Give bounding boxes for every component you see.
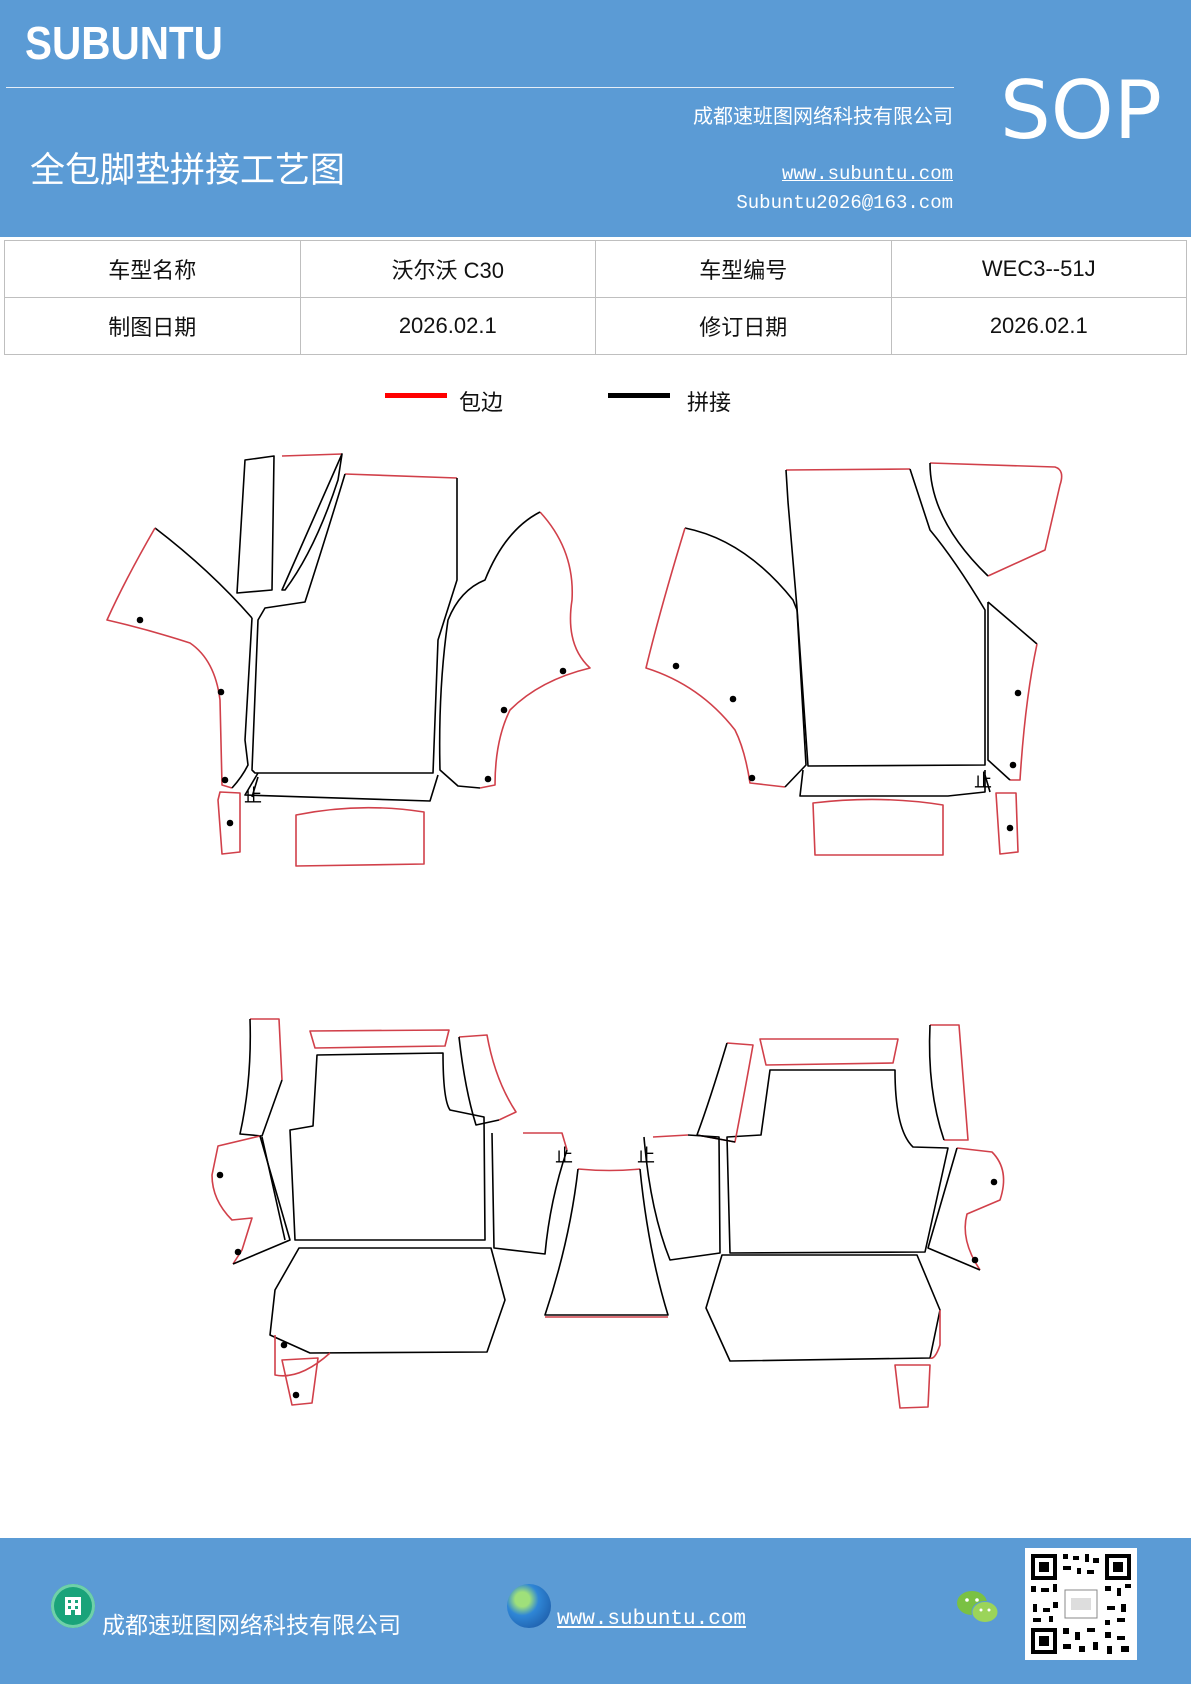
stop-mark-bottom-right: 止 xyxy=(637,1146,655,1167)
model-code-label: 车型编号 xyxy=(595,240,892,298)
legend-splice-swatch xyxy=(608,393,670,398)
footer-banner: 成都速班图网络科技有限公司 www.subuntu.com xyxy=(0,1538,1191,1684)
revise-date-label: 修订日期 xyxy=(595,297,892,355)
footer-company: 成都速班图网络科技有限公司 xyxy=(102,1613,401,1639)
stop-mark-top-left: 止 xyxy=(244,786,262,807)
page-title: 全包脚垫拼接工艺图 xyxy=(30,151,346,191)
building-icon xyxy=(51,1584,95,1628)
globe-icon xyxy=(507,1584,551,1628)
draw-date-value: 2026.02.1 xyxy=(299,297,596,355)
header-company: 成都速班图网络科技有限公司 xyxy=(693,104,953,128)
mat-rear-right: 止 xyxy=(637,1024,1005,1409)
floor-mat-diagram: 止 止 xyxy=(106,453,1063,1409)
stop-mark-bottom-left: 止 xyxy=(555,1146,573,1167)
stop-mark-top-right: 止 xyxy=(974,771,992,792)
model-code-value: WEC3--51J xyxy=(890,240,1187,298)
header-banner: SUBUNTU 成都速班图网络科技有限公司 全包脚垫拼接工艺图 www.subu… xyxy=(0,0,1191,237)
qr-code xyxy=(1025,1548,1137,1660)
legend-splice-label: 拼接 xyxy=(687,391,732,416)
revise-date-value: 2026.02.1 xyxy=(890,297,1187,355)
wechat-icon[interactable] xyxy=(955,1588,1001,1632)
mat-front-right: 止 xyxy=(645,462,1063,856)
header-divider xyxy=(6,87,954,88)
brand-logo: SUBUNTU xyxy=(25,17,223,69)
draw-date-label: 制图日期 xyxy=(4,297,301,355)
table-row: 制图日期 2026.02.1 修订日期 2026.02.1 xyxy=(4,297,1187,355)
mat-rear-left: 止 xyxy=(211,1018,573,1406)
model-name-label: 车型名称 xyxy=(4,240,301,298)
footer-website-link[interactable]: www.subuntu.com xyxy=(557,1608,747,1631)
legend-edging-swatch xyxy=(385,393,447,398)
header-website-link[interactable]: www.subuntu.com xyxy=(781,163,953,185)
mat-center-tunnel xyxy=(544,1168,669,1318)
model-name-value: 沃尔沃 C30 xyxy=(299,240,596,298)
header-email[interactable]: Subuntu2026@163.com xyxy=(736,192,953,214)
info-table: 车型名称 沃尔沃 C30 车型编号 WEC3--51J 制图日期 2026.02… xyxy=(4,240,1187,355)
legend-edging-label: 包边 xyxy=(459,391,504,416)
mat-front-left: 止 xyxy=(106,453,591,867)
table-row: 车型名称 沃尔沃 C30 车型编号 WEC3--51J xyxy=(4,240,1187,298)
sop-badge: SOP xyxy=(1000,64,1162,157)
